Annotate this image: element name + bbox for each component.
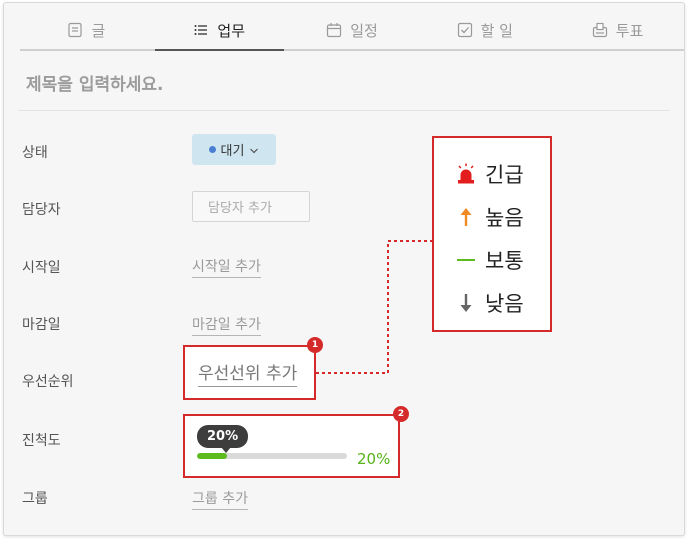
assignee-label: 담당자	[22, 202, 61, 218]
document-icon	[67, 22, 83, 38]
legend-item-normal: 보통	[456, 238, 550, 281]
legend-label: 높음	[485, 205, 524, 230]
due-date-label: 마감일	[22, 317, 61, 333]
due-date-link[interactable]: 마감일 추가	[192, 314, 261, 336]
title-input[interactable]	[26, 67, 666, 103]
legend-label: 낮음	[485, 291, 524, 316]
priority-callout: 우선선위 추가	[183, 345, 316, 400]
status-dropdown[interactable]: 대기	[192, 134, 276, 165]
list-icon	[193, 22, 209, 38]
legend-item-high: 높음	[456, 195, 550, 238]
arrow-down-icon	[456, 292, 476, 314]
group-link[interactable]: 그룹 추가	[192, 488, 248, 510]
start-date-link[interactable]: 시작일 추가	[192, 256, 261, 278]
priority-legend: 긴급 높음 보통 낮음	[432, 136, 552, 332]
checkbox-icon	[457, 22, 473, 38]
status-dot	[208, 146, 216, 153]
progress-slider[interactable]	[197, 453, 347, 459]
tab-schedule[interactable]: 일정	[286, 11, 419, 49]
group-label: 그룹	[22, 491, 48, 507]
dash-icon	[456, 249, 476, 271]
legend-label: 긴급	[485, 162, 524, 187]
legend-label: 보통	[485, 248, 524, 273]
arrow-up-icon	[456, 206, 476, 228]
tab-vote[interactable]: 투표	[551, 11, 684, 49]
progress-percent: 20%	[357, 450, 391, 468]
callout-badge-1: 1	[307, 337, 323, 353]
tab-label: 할 일	[480, 21, 513, 40]
chevron-down-icon	[249, 145, 259, 155]
tab-todo[interactable]: 할 일	[418, 11, 551, 49]
tab-post[interactable]: 글	[20, 11, 153, 49]
progress-label: 진척도	[22, 433, 61, 449]
legend-item-urgent: 긴급	[456, 152, 550, 195]
title-divider	[18, 110, 670, 111]
status-value: 대기	[220, 144, 245, 159]
progress-fill	[197, 453, 227, 459]
status-label: 상태	[22, 145, 48, 161]
tab-label: 일정	[350, 21, 378, 40]
callout-badge-2: 2	[393, 406, 409, 422]
priority-label: 우선순위	[22, 374, 74, 390]
tab-label: 업무	[217, 21, 245, 40]
ballot-icon	[592, 22, 608, 38]
post-type-tabs: 글 업무 일정 할 일 투표	[20, 11, 684, 51]
progress-callout: 20% 20%	[183, 414, 400, 478]
tab-label: 투표	[615, 21, 644, 40]
siren-icon	[456, 163, 476, 185]
calendar-icon	[326, 22, 342, 38]
assignee-field[interactable]: 담당자 추가	[192, 191, 310, 222]
tab-task[interactable]: 업무	[153, 11, 286, 51]
progress-tooltip: 20%	[197, 425, 249, 453]
tab-label: 글	[91, 21, 106, 40]
priority-link[interactable]: 우선선위 추가	[198, 359, 298, 387]
start-date-label: 시작일	[22, 260, 61, 276]
legend-item-low: 낮음	[456, 281, 550, 324]
